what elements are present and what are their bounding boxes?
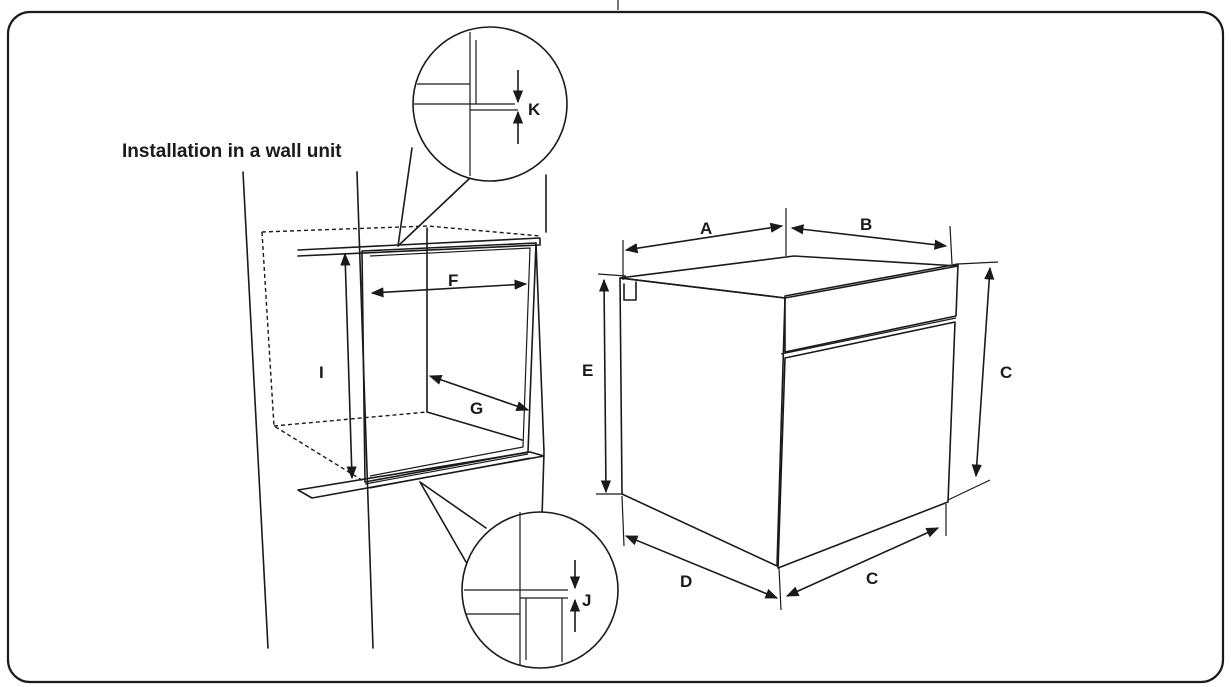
label-c-bottom: C	[866, 569, 878, 588]
label-c-right: C	[1000, 363, 1012, 382]
ext-d-right	[778, 567, 782, 611]
oven-side-face	[619, 277, 786, 567]
dim-a-arrow	[624, 222, 784, 254]
oven-top-face	[619, 255, 959, 299]
label-d: D	[680, 572, 692, 591]
cabinet-left-edge	[242, 171, 269, 649]
bottom-shelf-shade	[364, 453, 531, 489]
cabinet-edge-2	[356, 171, 374, 649]
callout-k: K	[397, 26, 568, 247]
callout-j: J	[419, 481, 619, 669]
label-i: I	[319, 363, 324, 382]
top-shelf	[297, 237, 541, 257]
dashed-cavity-outline	[261, 225, 541, 483]
caption-title: Installation in a wall unit	[122, 141, 342, 162]
wall-unit	[242, 171, 547, 649]
ext-b-right	[949, 225, 953, 265]
label-j: J	[582, 591, 591, 610]
oven-bracket	[623, 281, 637, 301]
outer-frame	[6, 10, 1225, 684]
ext-e-top	[597, 273, 627, 277]
callout-k-leader	[397, 147, 471, 247]
callout-j-leader	[419, 481, 487, 563]
ext-c-top	[957, 261, 999, 265]
dim-e-arrow	[598, 278, 612, 494]
interior-floor-edge	[426, 411, 523, 441]
label-b: B	[860, 215, 872, 234]
dim-d-arrow	[624, 535, 779, 599]
label-k: K	[528, 100, 541, 119]
dim-b-arrow	[790, 224, 948, 250]
bottom-shelf	[297, 451, 545, 499]
dim-f-arrow	[370, 279, 528, 298]
dim-c-bottom-arrow	[785, 527, 940, 597]
oven-door	[777, 321, 956, 569]
opening-inner	[369, 247, 531, 477]
ext-d-left	[621, 495, 625, 547]
label-a: A	[700, 219, 712, 238]
label-g: G	[470, 399, 483, 418]
oven-body	[619, 255, 959, 569]
label-f: F	[448, 271, 458, 290]
dim-g-arrow	[428, 374, 530, 412]
ext-c-bottom	[947, 479, 991, 501]
dim-c-right-arrow	[971, 266, 995, 478]
oven-door-edge	[780, 317, 957, 355]
oven-control-panel	[784, 263, 959, 353]
dim-i-arrow	[340, 252, 357, 480]
label-e: E	[582, 361, 593, 380]
